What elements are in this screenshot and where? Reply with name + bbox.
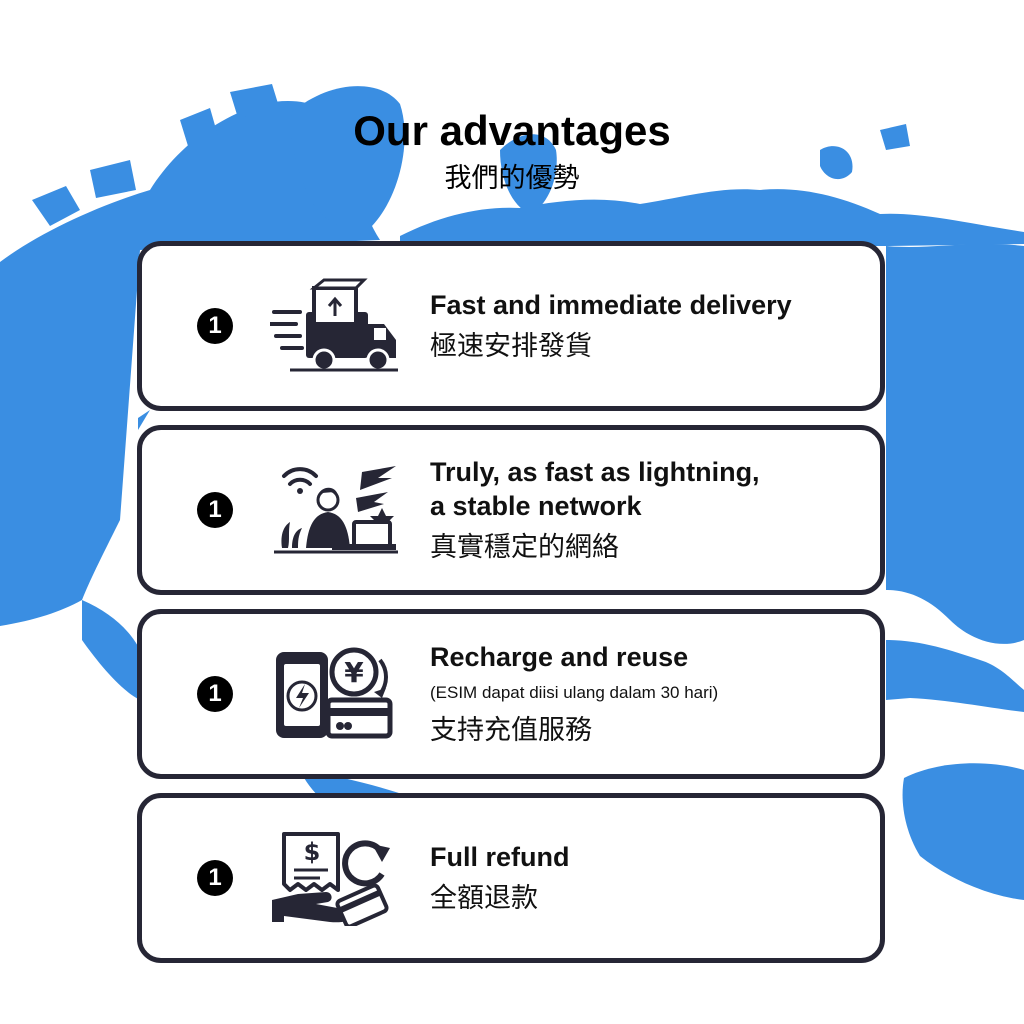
delivery-truck-icon (270, 278, 398, 372)
advantage-text: Truly, as fast as lightning, a stable ne… (430, 455, 862, 565)
advantage-text: Recharge and reuse (ESIM dapat diisi ula… (430, 640, 862, 748)
advantage-title: Full refund (430, 842, 570, 872)
advantage-subtitle-zh: 支持充值服務 (430, 715, 592, 746)
advantage-card-network: 1 Truly, as fast as lightning, a stable … (137, 425, 885, 595)
heading: Our advantages 我們的優勢 (0, 106, 1024, 196)
advantage-title: Recharge and reuse (430, 642, 689, 672)
map-svalbard (820, 124, 910, 180)
map-indonesia (886, 640, 1024, 712)
map-central-america (82, 600, 140, 700)
advantage-card-delivery: 1 Fast and immediate delivery 極速安排發貨 (137, 241, 885, 411)
advantage-number: 1 (197, 860, 233, 896)
advantage-number: 1 (197, 308, 233, 344)
advantage-subtitle-zh: 極速安排發貨 (430, 331, 592, 362)
page-subtitle: 我們的優勢 (444, 163, 580, 194)
advantage-number: 1 (197, 676, 233, 712)
refund-receipt-hand-icon: $ (272, 832, 390, 926)
map-scandinavia (500, 134, 557, 214)
svg-text:$: $ (304, 838, 321, 866)
map-japan (976, 430, 1004, 524)
phone-recharge-yen-icon: ¥ (276, 647, 393, 739)
advantage-card-recharge: 1 ¥ Recharge and reuse (ESIM dapat diisi… (137, 609, 885, 779)
map-asia-east (886, 244, 1024, 644)
advantage-note: (ESIM dapat diisi ulang dalam 30 hari) (430, 683, 719, 702)
advantage-text: Fast and immediate delivery 極速安排發貨 (430, 288, 862, 364)
advantage-subtitle-zh: 真實穩定的網絡 (430, 532, 619, 563)
map-australia (902, 763, 1024, 900)
advantage-subtitle-zh: 全額退款 (430, 883, 538, 914)
advantage-text: Full refund 全額退款 (430, 840, 862, 916)
advantage-title: Fast and immediate delivery (430, 290, 792, 320)
advantage-number: 1 (197, 492, 233, 528)
map-north-america (0, 101, 380, 626)
page-title: Our advantages (353, 107, 671, 154)
map-greenland (290, 86, 405, 229)
person-laptop-wifi-icon (274, 466, 398, 554)
map-canada-islands (32, 84, 280, 226)
map-atlantic-islands (138, 410, 150, 430)
advantage-card-refund: 1 $ Full refund 全額退款 (137, 793, 885, 963)
advantage-title: Truly, as fast as lightning, a stable ne… (430, 457, 760, 521)
svg-text:¥: ¥ (344, 656, 364, 689)
map-eurasia-north (400, 189, 1024, 246)
